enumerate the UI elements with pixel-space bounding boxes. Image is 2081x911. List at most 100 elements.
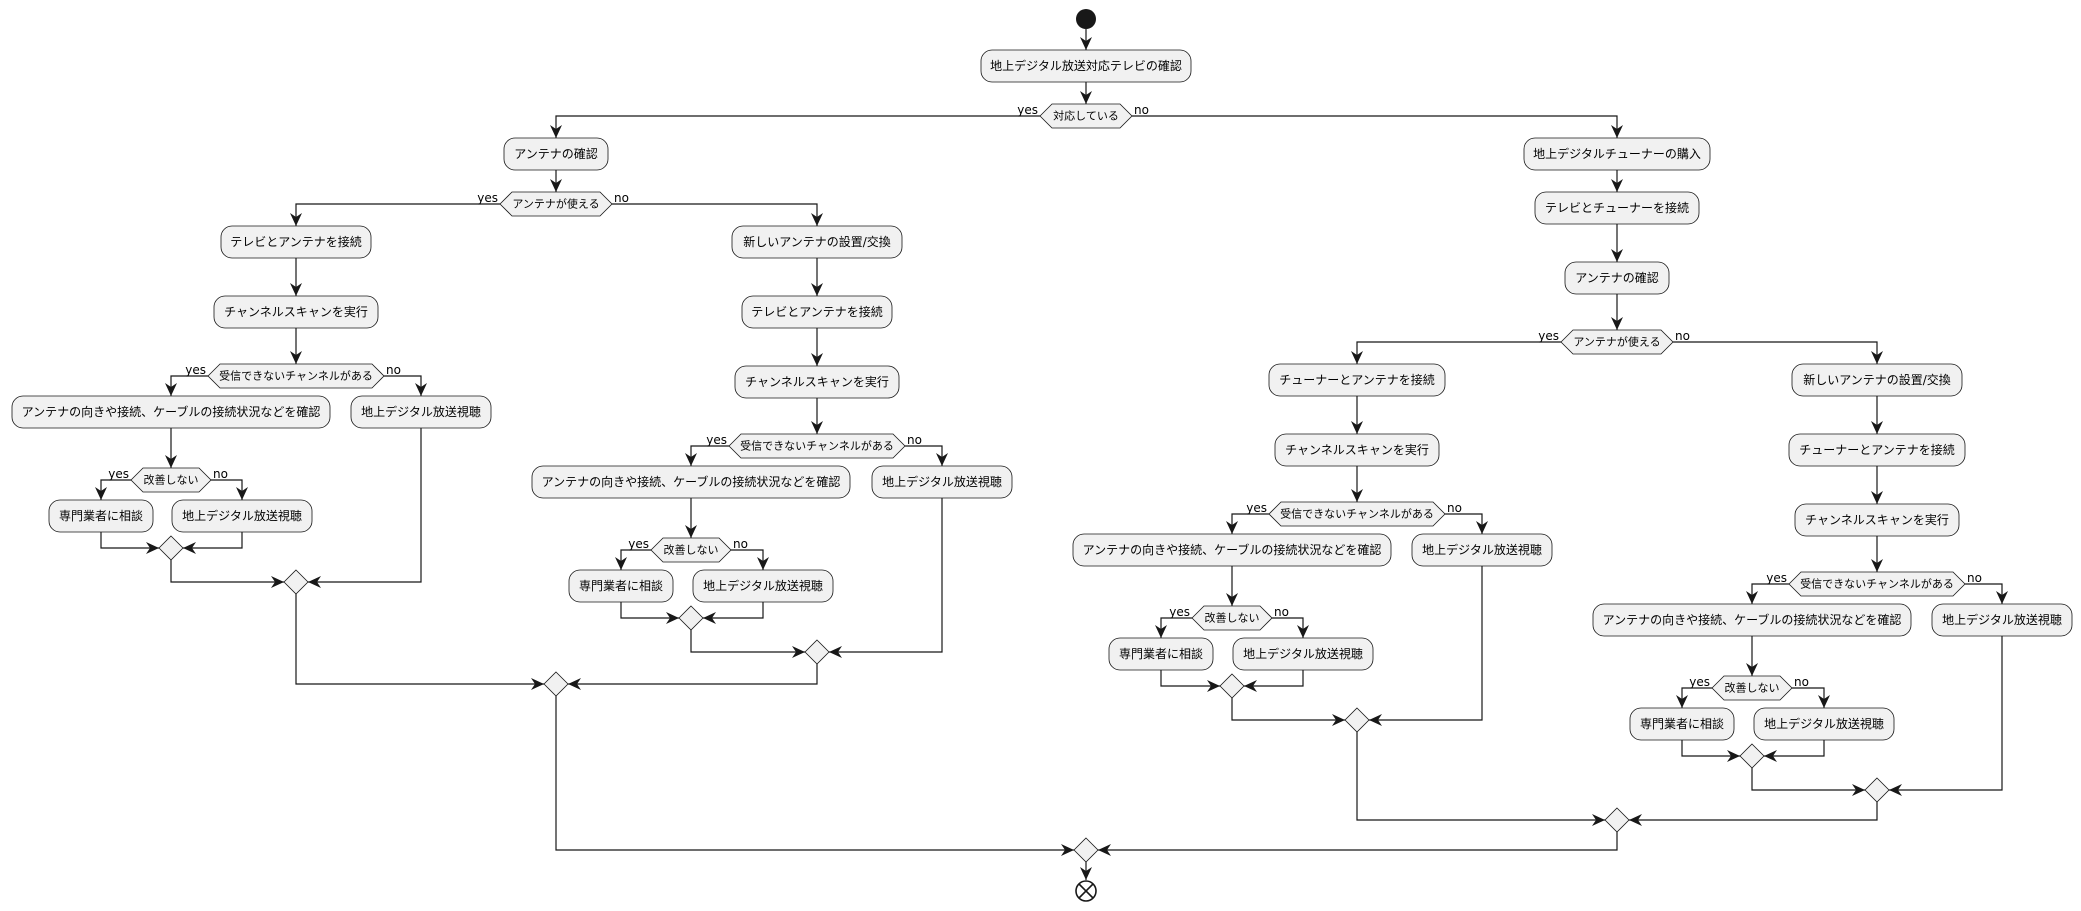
branch-label-yes: yes [1169,605,1190,619]
action-node [692,569,834,603]
flow-arrow [1889,636,2003,796]
action-node [871,465,1013,499]
decision-node [1560,329,1674,355]
flow-arrow [170,560,284,588]
branch-label-yes: yes [1017,103,1038,117]
branch-label-no: no [386,363,401,377]
decision-node [728,433,906,459]
branch-label-yes: yes [1246,501,1267,515]
branch-label-no: no [213,467,228,481]
action-node [220,225,372,259]
decision-node [207,363,385,389]
action-label: 地上デジタル放送対応テレビの確認 [990,58,1182,73]
action-label: 専門業者に相談 [1119,646,1203,661]
flow-arrow [1764,740,1825,762]
action-node [734,365,900,399]
action-label: 専門業者に相談 [59,508,143,523]
action-node [48,499,154,533]
flow-arrow [1676,687,1712,708]
merge-node [678,605,704,631]
branch-label-no: no [733,537,748,551]
decision-node [1788,571,1966,597]
decision-node [130,467,212,493]
flow-arrow [308,428,422,588]
action-label: 地上デジタル放送視聴 [1942,612,2062,627]
merge-node [1219,673,1245,699]
action-node [568,569,674,603]
action-label: チューナーとアンテナを接続 [1799,442,1955,457]
decision-label: 対応している [1053,109,1119,123]
action-node [1629,707,1735,741]
action-node [731,225,903,259]
action-label: 新しいアンテナの設置/交換 [1803,372,1951,387]
action-node [503,137,609,171]
action-node [171,499,313,533]
action-node [1791,363,1963,397]
decision-node [650,537,732,563]
flow-arrow [620,602,679,624]
merge-node [1864,777,1890,803]
action-label: 地上デジタル放送視聴 [1243,646,1363,661]
flow-arrow [1751,768,1865,796]
flow-arrow [100,532,159,554]
flow-arrow [1445,513,1488,534]
flow-arrow [703,602,764,624]
action-node [1072,533,1392,567]
flow-arrow [290,203,500,226]
action-label: チューナーとアンテナを接続 [1279,372,1435,387]
flow-arrow [1369,566,1483,726]
action-label: チャンネルスキャンを実行 [745,374,889,389]
action-label: アンテナの向きや接続、ケーブルの接続状況などを確認 [1083,542,1382,557]
decision-label: 受信できないチャンネルがある [1280,507,1434,521]
action-label: 地上デジタル放送視聴 [1764,716,1884,731]
decision-label: 改善しない [1205,611,1260,625]
branch-label-no: no [1675,329,1690,343]
branch-label-yes: yes [706,433,727,447]
action-label: 地上デジタルチューナーの購入 [1533,146,1701,161]
branch-label-no: no [907,433,922,447]
flow-arrow [905,445,948,466]
flow-arrow [1244,670,1304,692]
action-node [1794,503,1960,537]
branch-label-yes: yes [628,537,649,551]
flow-arrow [1132,115,1623,138]
action-label: アンテナの向きや接続、ケーブルの接続状況などを確認 [542,474,841,489]
flow-arrow [731,549,769,570]
branch-label-no: no [1274,605,1289,619]
merge-node [1073,837,1099,863]
action-node [980,49,1192,83]
decision-node [499,191,613,217]
flow-arrow [1965,583,2008,604]
branch-label-no: no [1134,103,1149,117]
action-node [1753,707,1895,741]
merge-node [158,535,184,561]
start-node [1076,9,1096,29]
flow-arrow [1155,617,1192,638]
flow-arrow [165,375,208,396]
flow-arrow [295,594,544,690]
flow-arrow [612,203,823,226]
action-label: テレビとアンテナを接続 [751,304,883,319]
action-node [531,465,851,499]
flow-arrow [685,445,729,466]
decision-label: 改善しない [1725,681,1780,695]
action-label: 専門業者に相談 [1640,716,1724,731]
flow-arrow [1351,341,1561,364]
branch-label-no: no [1794,675,1809,689]
action-label: 地上デジタル放送視聴 [361,404,481,419]
action-node [1232,637,1374,671]
branch-label-no: no [614,191,629,205]
flow-arrow [555,696,1074,856]
flow-arrow [1629,802,1878,826]
action-label: アンテナの確認 [514,146,598,161]
action-node [1411,533,1553,567]
action-label: テレビとチューナーを接続 [1545,200,1689,215]
flow-arrow [1226,513,1269,534]
action-label: テレビとアンテナを接続 [230,234,362,249]
decision-label: 改善しない [144,473,199,487]
merge-node [283,569,309,595]
branch-label-no: no [1967,571,1982,585]
flow-arrow [690,630,805,658]
merge-node [1739,743,1765,769]
